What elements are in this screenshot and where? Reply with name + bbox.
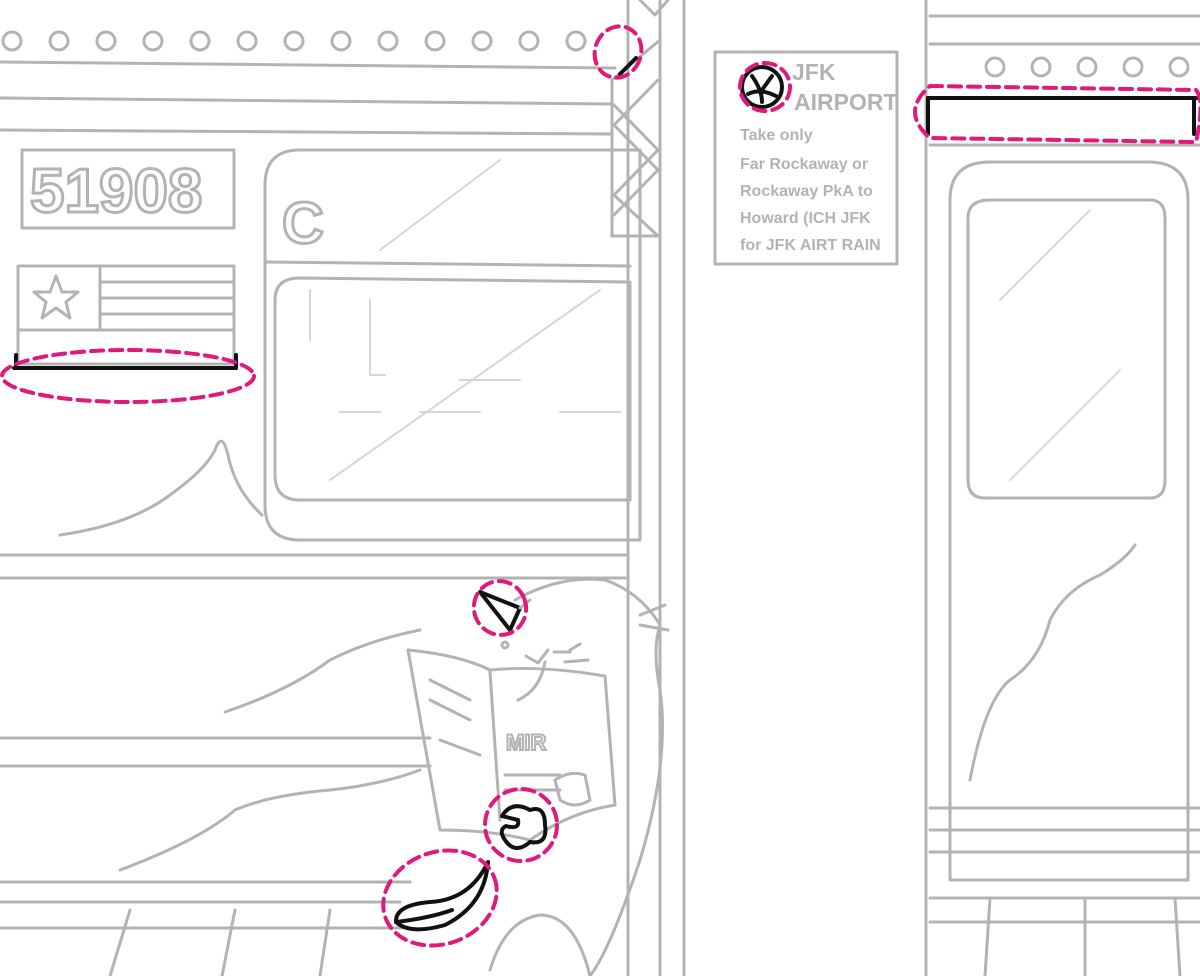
- train-window: C: [263, 148, 642, 542]
- highlight-ring: [738, 61, 792, 113]
- sign-title-line2: AIRPORT: [794, 89, 898, 115]
- highlight-ring: [471, 579, 529, 637]
- rivet: [236, 30, 258, 52]
- airplane-icon: [740, 65, 784, 109]
- seat-reflection-lower: [118, 768, 422, 872]
- car-body-left: [0, 553, 627, 904]
- reflection-left: [58, 439, 264, 537]
- sign-line: Take only: [740, 127, 813, 144]
- rivet: [1, 30, 23, 52]
- newspaper-headline: MIR: [506, 730, 546, 755]
- rivet: [984, 56, 1006, 78]
- highlight-ring: [483, 787, 559, 863]
- seat-reflection: [223, 628, 422, 714]
- star-icon: [32, 274, 80, 320]
- route-letter: C: [282, 191, 324, 256]
- cat-paw: [499, 804, 548, 850]
- rivet: [95, 30, 117, 52]
- center-pillar: [610, 0, 928, 976]
- rivet: [377, 30, 399, 52]
- rivet-band-left: [0, 30, 617, 136]
- rivet: [48, 30, 70, 52]
- sign-line: Rockaway PkA to: [740, 183, 873, 200]
- flag-decal: [12, 264, 238, 370]
- jfk-airport-sign: JFK AIRPORT Take only Far Rockaway or Ro…: [713, 50, 899, 266]
- rivet: [424, 30, 446, 52]
- door-right: [948, 160, 1190, 882]
- car-number-plate: 51908: [20, 148, 236, 230]
- highlight-ring: [592, 24, 644, 80]
- rivet: [189, 30, 211, 52]
- rivet: [518, 30, 540, 52]
- rivet: [1076, 56, 1098, 78]
- highlight-markers: [0, 24, 1200, 948]
- cat-ear: [478, 590, 522, 632]
- rivet: [330, 30, 352, 52]
- door-window-right: [966, 198, 1167, 500]
- rivet: [565, 30, 587, 52]
- sign-line: for JFK AIRT RAIN: [740, 237, 881, 254]
- car-number: 51908: [30, 157, 202, 226]
- rivet: [283, 30, 305, 52]
- car-body-right: [926, 14, 1200, 882]
- rivet: [1122, 56, 1144, 78]
- platform-floor: [0, 896, 1200, 976]
- sign-line: Howard (ICH JFK: [740, 210, 871, 227]
- highlight-ring: [913, 83, 1200, 145]
- cat-reading-newspaper: MIR: [394, 577, 670, 976]
- rivet: [1168, 56, 1190, 78]
- sign-title-line1: JFK: [792, 59, 836, 85]
- highlight-ring: [381, 848, 499, 948]
- highlight-ring: [0, 348, 256, 404]
- rivet: [1030, 56, 1052, 78]
- rivet: [471, 30, 493, 52]
- sign-line: Far Rockaway or: [740, 156, 868, 173]
- rivet: [142, 30, 164, 52]
